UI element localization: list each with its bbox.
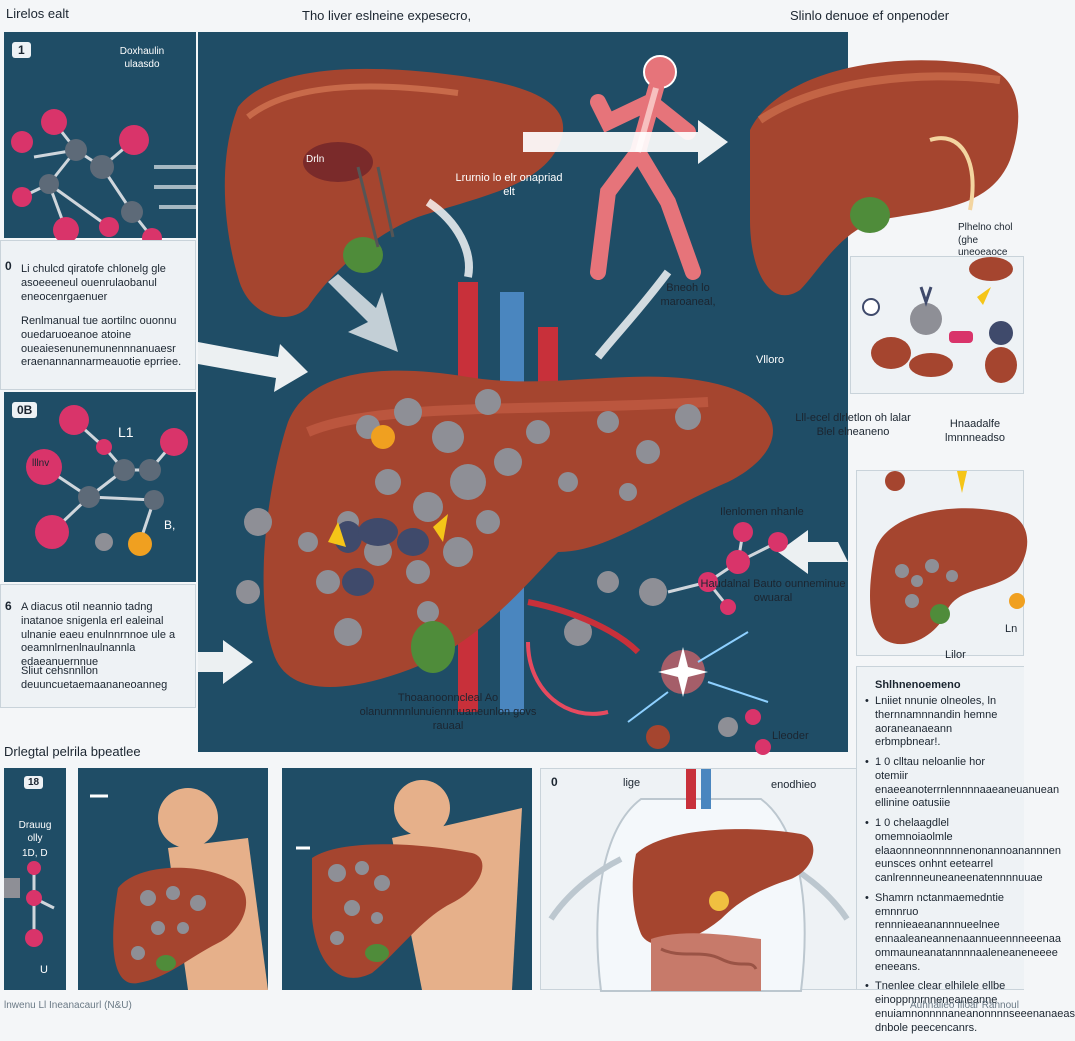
molecule-label: Doxhaulin ulaasdo bbox=[119, 46, 165, 70]
block-number: 0 bbox=[5, 259, 12, 273]
cell-components-illustration bbox=[862, 257, 1017, 383]
man-liver-illustration bbox=[90, 788, 268, 990]
exercise-label: Lrurnio lo elr onapriad elt bbox=[455, 172, 563, 198]
panel-number: 0B bbox=[12, 402, 38, 418]
molecule-illustration bbox=[11, 109, 196, 248]
right-label-mid-1: Lll-ecel dlrletlon oh lalar Blel elneane… bbox=[795, 412, 911, 438]
arrow-label: Bneoh lo maroaneal, bbox=[660, 282, 716, 308]
liver-main-panel: Drln Lrurnio lo elr onapriad elt Bneoh l… bbox=[198, 32, 848, 755]
liver-right-top bbox=[750, 60, 1019, 296]
panel-number: 18 bbox=[24, 776, 44, 789]
flash-label: Lleoder bbox=[772, 730, 809, 742]
block-number: 6 bbox=[5, 599, 12, 613]
bottom-panel-man-1 bbox=[78, 768, 268, 990]
right-bullets-panel: Shlhnenoemeno Lniiet nnunie olneoles, ln… bbox=[856, 666, 1075, 1034]
bullet-item: Tnenlee clear elhilele ellbe einoppnnrnn… bbox=[865, 980, 1075, 1035]
bullet-item: 1 0 clltau neloanlie hor otemiir enaeean… bbox=[865, 756, 1059, 811]
molecule-label-atom: lllnv bbox=[32, 458, 50, 469]
right-label-mid-2: Hnaadalfe lmnnneadso bbox=[945, 418, 1005, 444]
anatomy-label-right: enodhieo bbox=[771, 779, 817, 791]
bottom-panel-molecule: 18 Drauug olly 1D, D U bbox=[4, 768, 66, 990]
block-text-2: Sliut cehsnnllon deuuncuetaemaananeoanne… bbox=[21, 665, 168, 691]
bottom-molecule bbox=[4, 861, 55, 947]
molecule-label-l1: L1 bbox=[118, 424, 134, 440]
liver-label: Lilor bbox=[945, 649, 966, 661]
info-block-2: 6 A diacus otil neannio tadng inatanoe s… bbox=[0, 584, 196, 708]
bullet-item: Shamrn nctanmaemedntie emnnruo rennnieae… bbox=[865, 892, 1061, 975]
vasc-label: Vlloro bbox=[756, 354, 785, 366]
section-label-bottom: Drlegtal pelrila bpeatlee bbox=[4, 744, 141, 759]
molecule-panel-top: 1 Doxhaulin ulaasdo bbox=[4, 32, 196, 248]
header-left-title: Lirelos ealt bbox=[6, 6, 69, 21]
molecule-label-b: B, bbox=[164, 518, 176, 532]
header-right-title: Slinlo denuoe ef onpenoder bbox=[790, 8, 950, 23]
bottom-panel-label-3: U bbox=[40, 964, 48, 976]
man-liver-illustration bbox=[296, 780, 522, 990]
block-text-1: A diacus otil neannio tadng inatanoe sni… bbox=[21, 601, 176, 668]
liver-top-illustration bbox=[224, 68, 564, 317]
right-panel-liver: Lilor Ln bbox=[856, 470, 1028, 661]
bottom-panel-man-2 bbox=[282, 768, 532, 990]
reaction-label: Ilenlomen nhanle bbox=[720, 506, 804, 518]
molecule-illustration bbox=[26, 405, 188, 556]
right-section-title: Shlhnenoemeno bbox=[875, 679, 961, 691]
footer-right: Auhnalieo Illoar Rannoul bbox=[910, 1000, 1019, 1011]
block-text-2: Renlmanual tue aortilnc ouonnu ouedaruoe… bbox=[21, 315, 182, 369]
right-panel-top-label: Plhelno chol (ghe uneoeaoce bbox=[958, 222, 1013, 258]
footer-left: lnwenu Ll Ineanacaurl (N&U) bbox=[4, 1000, 132, 1011]
center-caption: Thoaanoonncleal Ao olanunnnnlunuiennnuan… bbox=[359, 692, 537, 732]
flow-arrows bbox=[198, 120, 848, 684]
info-block-1: 0 Li chulcd qiratofe chlonelg gle asoeee… bbox=[0, 240, 196, 390]
bullet-item: Lniiet nnunie olneoles, ln thernnamnnand… bbox=[865, 695, 1019, 750]
block-text-1: Li chulcd qiratofe chlonelg gle asoeeene… bbox=[21, 263, 166, 303]
reaction-molecule bbox=[639, 522, 788, 615]
header-center-title: Tho liver eslneine expesecro, bbox=[302, 8, 472, 23]
anatomy-illustration bbox=[548, 769, 850, 992]
anatomy-label-left: lige bbox=[623, 777, 641, 789]
liver-small-illustration bbox=[870, 471, 1028, 645]
bottom-panel-label-2: 1D, D bbox=[22, 848, 48, 859]
molecule-panel-mid: 0B L1 lllnv B, bbox=[4, 392, 196, 582]
bottom-panel-label-1: Drauug olly bbox=[18, 820, 52, 844]
molecule-label: Haudalnal Bauto ounneminue owuaral bbox=[700, 578, 846, 604]
li-label: Ln bbox=[1005, 623, 1018, 635]
panel-number: 0 bbox=[551, 775, 558, 789]
right-bullet-list: Lniiet nnunie olneoles, ln thernnamnnand… bbox=[865, 695, 1075, 1041]
right-panel-top bbox=[850, 256, 1024, 394]
bubble-label: Drln bbox=[306, 154, 325, 165]
fatty-liver-illustration bbox=[236, 282, 773, 755]
panel-number: 1 bbox=[12, 42, 31, 58]
bullet-item: 1 0 chelaagdlel omemnoiaolmle elaaonnneo… bbox=[865, 817, 1061, 886]
bottom-panel-anatomy: 0 lige enodhieo bbox=[540, 768, 856, 992]
